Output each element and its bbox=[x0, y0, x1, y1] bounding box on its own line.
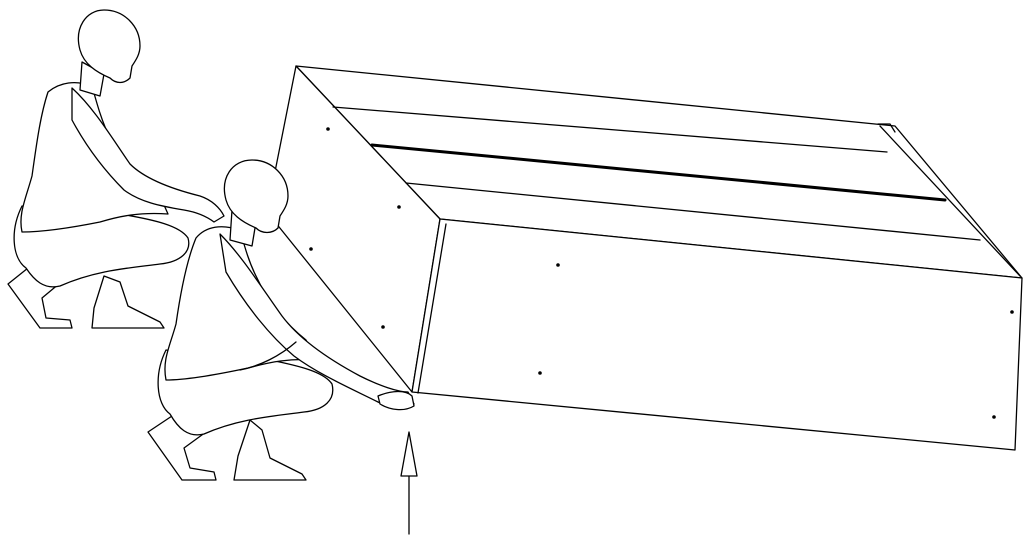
lift-direction-arrow bbox=[401, 432, 417, 534]
